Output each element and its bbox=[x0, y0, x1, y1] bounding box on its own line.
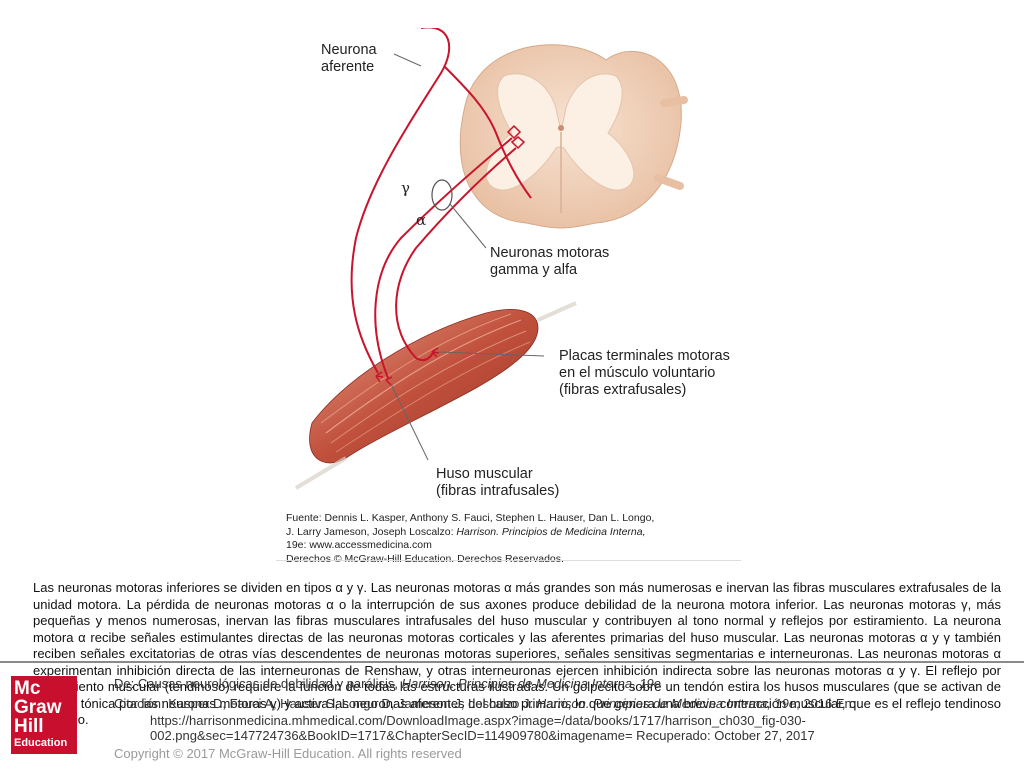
afferent-label-line2: aferente bbox=[321, 59, 375, 75]
source-authors-end: J. Larry Jameson, Joseph Loscalzo: bbox=[286, 525, 457, 538]
citation-from: De: Causas neurológicas de debilidad y p… bbox=[114, 676, 661, 691]
source-line4: Derechos © McGraw-Hill Education. Derech… bbox=[286, 552, 564, 565]
motor-neuron-bodies bbox=[506, 124, 526, 150]
source-line2: J. Larry Jameson, Joseph Loscalzo: Harri… bbox=[286, 526, 736, 540]
spinal-cord-muscle-illustration bbox=[294, 28, 688, 490]
motor-neurons-line1: Neuronas motoras bbox=[490, 245, 610, 261]
figure-caption-text: Las neuronas motoras inferiores se divid… bbox=[33, 580, 1001, 727]
alpha-symbol: α bbox=[416, 211, 427, 229]
end-plates-line2: en el músculo voluntario bbox=[559, 365, 716, 381]
afferent-label-line1: Neurona bbox=[321, 42, 377, 58]
voluntary-muscle bbox=[294, 301, 577, 490]
citation-from-book: Harrison. Principios de Medicina Interna… bbox=[401, 676, 662, 691]
motor-neurons-label: Neuronas motoras gamma y alfa bbox=[490, 245, 609, 279]
mcgraw-hill-logo: Mc Graw Hill Education bbox=[11, 676, 77, 754]
source-line1: Fuente: Dennis L. Kasper, Anthony S. Fau… bbox=[286, 512, 655, 524]
citation-book: Harrison. Principios de Medicina Interna… bbox=[536, 696, 797, 711]
footer-divider bbox=[0, 661, 1024, 663]
motor-end-plates bbox=[375, 347, 440, 386]
logo-line-education: Education bbox=[14, 737, 68, 749]
gamma-alpha-highlight-circle bbox=[431, 179, 453, 211]
afferent-neuron-label: Neurona aferente bbox=[321, 42, 377, 76]
spindle-label: Huso muscular (fibras intrafusales) bbox=[436, 466, 559, 500]
end-plates-label: Placas terminales motoras en el músculo … bbox=[559, 348, 730, 399]
neuromuscular-figure: Neurona aferente γ α Neuronas motoras ga… bbox=[276, 28, 741, 566]
source-line3: 19e: www.accessmedicina.com bbox=[286, 539, 432, 551]
spindle-line1: Huso muscular bbox=[436, 466, 533, 482]
leader-lines bbox=[390, 53, 545, 461]
gamma-symbol: γ bbox=[401, 179, 410, 197]
citation-year: ; 2016 En: bbox=[796, 696, 856, 711]
copyright-notice: Copyright © 2017 McGraw-Hill Education. … bbox=[114, 746, 462, 761]
citation-line: Citación: Kasper D, Fauci A, Hauser S, L… bbox=[114, 696, 855, 711]
logo-line-graw: Graw bbox=[14, 697, 62, 718]
nerve-fibers bbox=[350, 28, 532, 379]
end-plates-line3: (fibras extrafusales) bbox=[559, 382, 687, 398]
citation-from-chapter: De: Causas neurológicas de debilidad y p… bbox=[114, 676, 402, 691]
figure-bottom-rule bbox=[276, 560, 741, 561]
logo-line-mc: Mc bbox=[14, 678, 41, 699]
spinal-cord-cross-section bbox=[459, 44, 688, 229]
citation-url-line2[interactable]: 002.png&sec=147724736&BookID=1717&Chapte… bbox=[150, 728, 815, 743]
spindle-line2: (fibras intrafusales) bbox=[436, 483, 560, 499]
citation-authors: Citación: Kasper D, Fauci A, Hauser S, L… bbox=[114, 696, 537, 711]
citation-url-line1[interactable]: https://harrisonmedicina.mhmedical.com/D… bbox=[150, 713, 806, 728]
end-plates-line1: Placas terminales motoras bbox=[559, 348, 730, 364]
source-book-title: Harrison. Principios de Medicina Interna… bbox=[456, 525, 646, 538]
figure-source: Fuente: Dennis L. Kasper, Anthony S. Fau… bbox=[286, 512, 736, 566]
motor-neurons-line2: gamma y alfa bbox=[490, 262, 578, 278]
logo-line-hill: Hill bbox=[14, 716, 44, 737]
